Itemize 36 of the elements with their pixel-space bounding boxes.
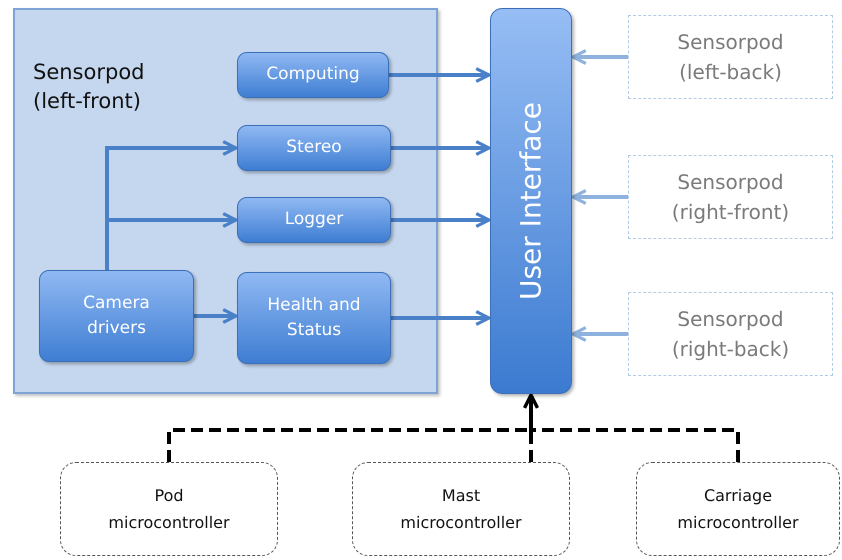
node-label: Mast microcontroller (399, 484, 523, 534)
node-label: Pod microcontroller (107, 484, 231, 534)
controller-box (352, 462, 570, 556)
process-box (237, 52, 389, 98)
arrow (105, 212, 238, 270)
dashed-arrow (523, 393, 740, 462)
external-box (628, 155, 833, 239)
arrow (391, 212, 491, 228)
node-label: Sensorpod (right-back) (670, 306, 790, 363)
node-label: Computing (265, 63, 361, 86)
node-label: Sensorpod (left-back) (676, 29, 785, 86)
node-label: Carriage microcontroller (676, 484, 800, 534)
process-box (237, 197, 391, 243)
process-box (237, 125, 391, 171)
node-label: Camera drivers (82, 292, 151, 340)
group-title: Sensorpod (left-front) (33, 59, 146, 116)
external-box (628, 292, 833, 376)
arrow (571, 189, 628, 205)
node-label: Health and Status (266, 294, 362, 342)
arrow (389, 67, 491, 83)
arrow (194, 308, 238, 324)
node-label: User Interface (514, 102, 548, 300)
controller-box (636, 462, 840, 556)
group-panel (13, 8, 438, 394)
arrow (571, 49, 628, 65)
node-label: Logger (284, 208, 344, 232)
arrow (571, 326, 628, 342)
process-box (39, 270, 194, 362)
controller-box (60, 462, 278, 556)
process-box (237, 272, 391, 364)
node-label: Stereo (285, 136, 343, 160)
interface-bar (490, 8, 572, 394)
arrow (391, 140, 491, 156)
external-box (628, 15, 833, 99)
node-label: Sensorpod (right-front) (670, 169, 790, 226)
arrow (391, 310, 491, 326)
